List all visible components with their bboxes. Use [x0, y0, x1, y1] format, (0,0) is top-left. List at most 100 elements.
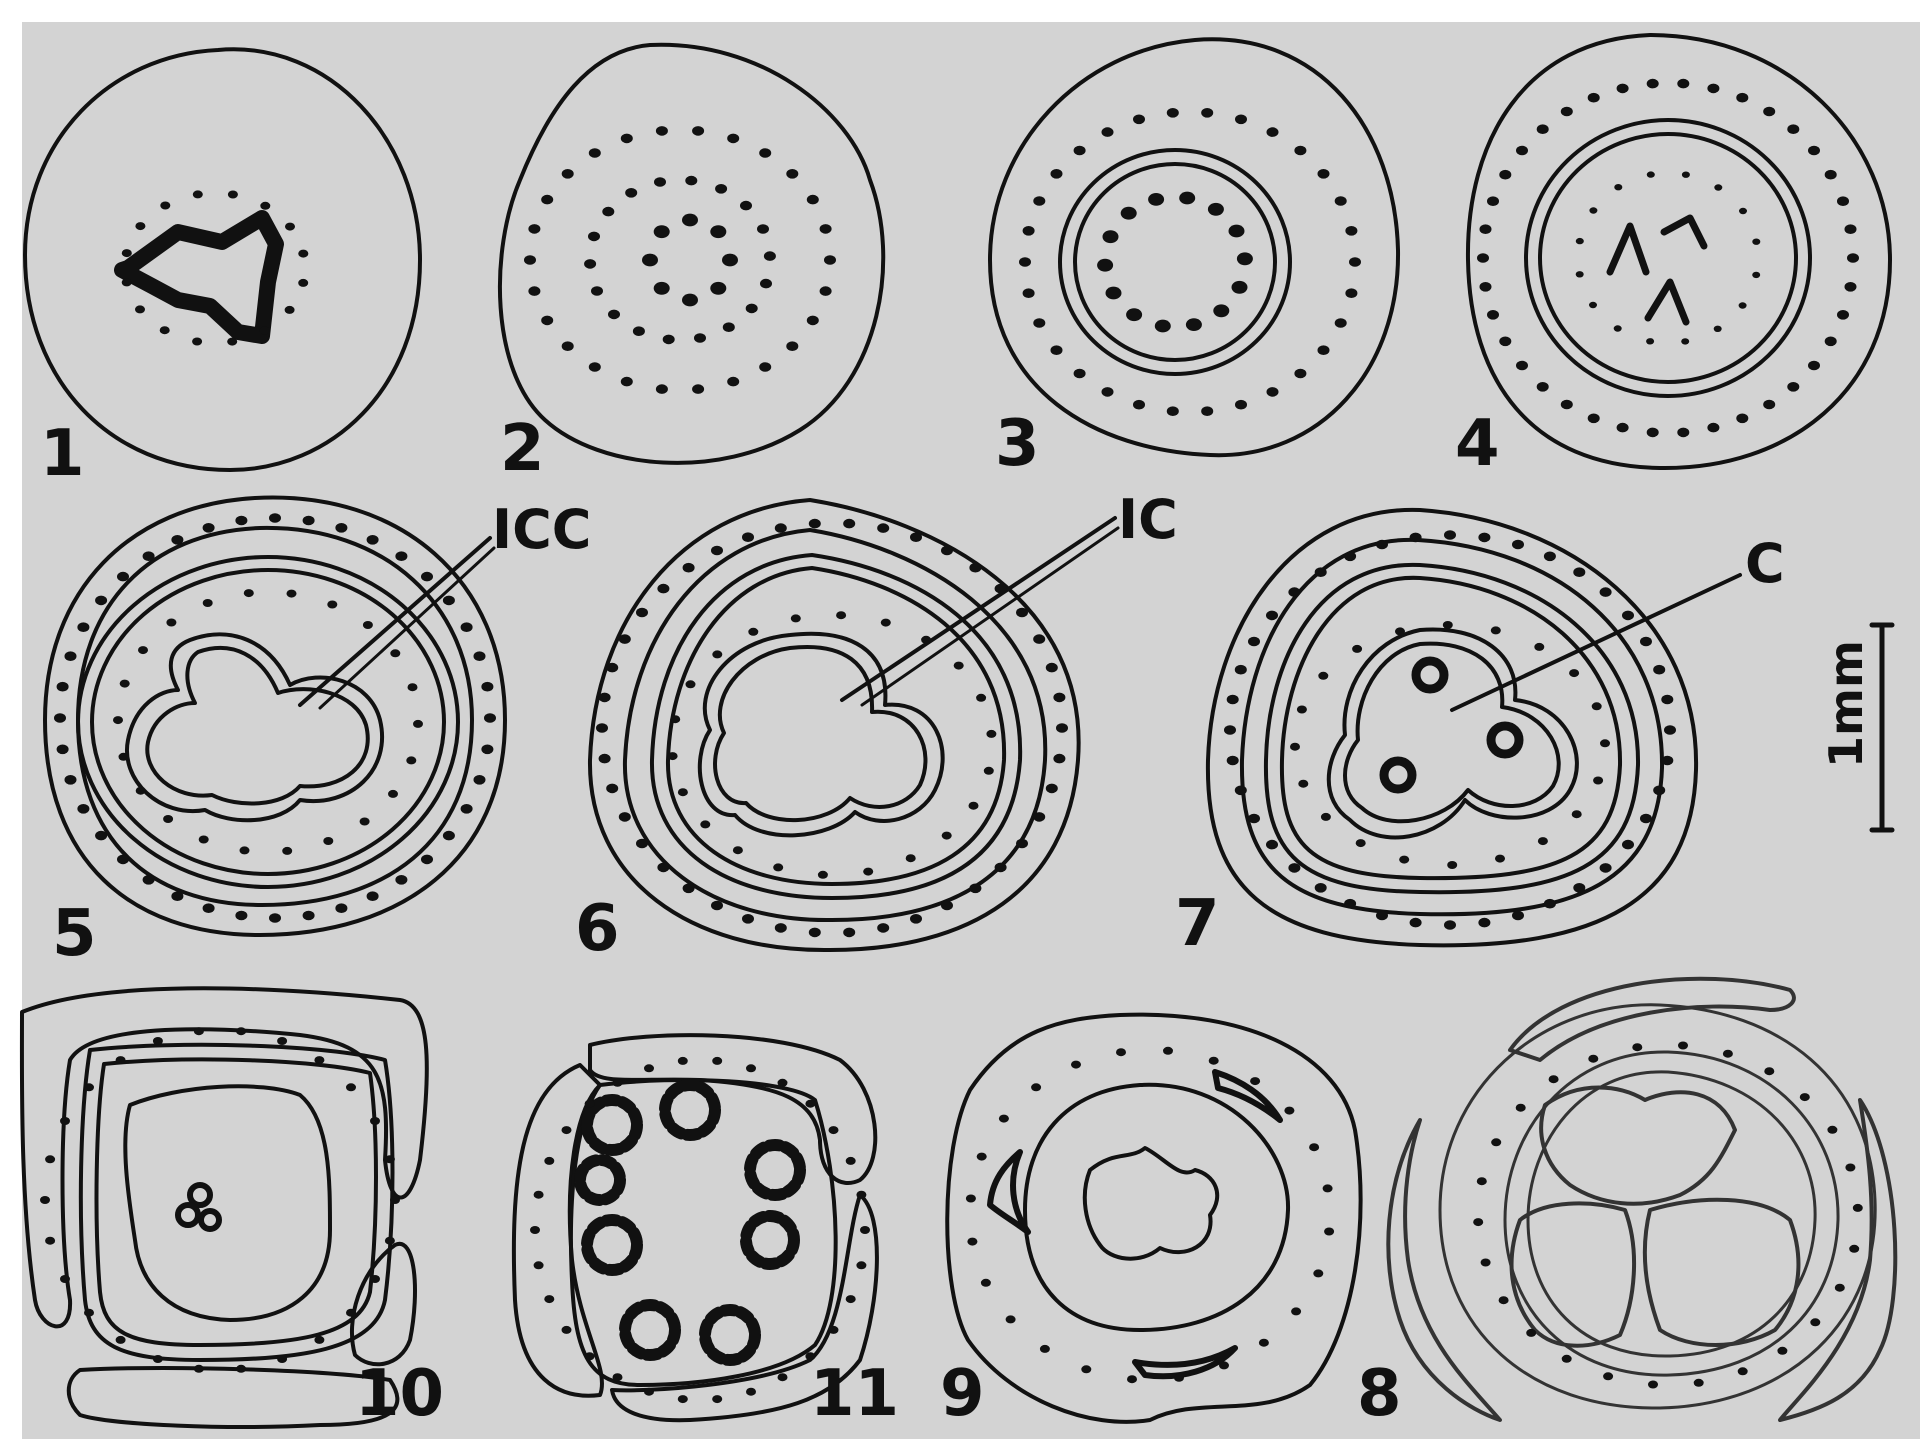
section-7-inner-dot — [1495, 855, 1505, 863]
section-5-cortex-dot — [395, 551, 407, 561]
section-8-cortex-dot — [1845, 1164, 1855, 1172]
section-1-dot — [260, 327, 270, 335]
section-2-inner-dot — [602, 207, 614, 217]
section-5-inner-dot — [240, 846, 250, 854]
section-10-cortex-dot — [84, 1309, 94, 1317]
section-5-cortex-dot — [203, 903, 215, 913]
section-11-cortex-dot — [778, 1373, 788, 1381]
section-7-inner-dot — [1290, 743, 1300, 751]
figure-6-number: 6 — [575, 892, 620, 966]
section-4-cortex-dot — [1837, 310, 1849, 320]
section-2-core-dot — [710, 282, 726, 295]
section-4-cortex-dot — [1808, 146, 1820, 156]
section-4-cortex-dot — [1480, 282, 1492, 292]
section-6-cortex-dot — [1016, 608, 1028, 618]
section-3-cortex-dot — [1294, 146, 1306, 156]
section-2-dot — [727, 377, 739, 387]
section-4-stele-dot — [1614, 325, 1622, 331]
section-8-cortex-dot — [1835, 1284, 1845, 1292]
section-6-cortex-dot — [1016, 839, 1028, 849]
section-4-stele-dot — [1576, 271, 1584, 277]
section-7-inner-dot — [1399, 856, 1409, 864]
section-7-inner-dot — [1318, 672, 1328, 680]
callout-icc: ICC — [492, 498, 591, 561]
section-3-cortex-dot — [1133, 115, 1145, 125]
section-5-cortex-dot — [269, 513, 281, 523]
section-5-inner-dot — [119, 753, 129, 761]
section-8-cortex-dot — [1588, 1055, 1598, 1063]
section-7-cortex-dot — [1444, 920, 1456, 930]
section-3-cortex-dot — [1335, 196, 1347, 206]
section-2-inner-dot — [757, 224, 769, 234]
section-6-inner-dot — [791, 614, 801, 622]
section-9-cortex-dot — [1259, 1339, 1269, 1347]
section-9-cortex-dot — [1323, 1184, 1333, 1192]
section-7-cortex-dot — [1661, 695, 1673, 705]
section-6-inner-dot — [668, 752, 678, 760]
section-5-inner-dot — [323, 837, 333, 845]
section-5-cortex-dot — [335, 523, 347, 533]
section-3-cortex-dot — [1235, 115, 1247, 125]
section-11-cortex-dot — [562, 1126, 572, 1134]
section-8-cortex-dot — [1491, 1138, 1501, 1146]
section-6-cortex-dot — [599, 693, 611, 703]
section-10-cortex-dot — [116, 1336, 126, 1344]
section-4-cortex-dot — [1617, 84, 1629, 94]
section-4-cortex-dot — [1787, 382, 1799, 392]
section-4-stele-dot — [1614, 184, 1622, 190]
section-6-cortex-dot — [683, 563, 695, 573]
section-2-dot — [528, 224, 540, 234]
section-3-stele-dot — [1148, 193, 1164, 206]
section-2-dot — [589, 148, 601, 158]
section-9-cortex-dot — [1174, 1374, 1184, 1382]
section-2-dot — [562, 169, 574, 179]
section-5-cortex-dot — [443, 596, 455, 606]
section-7-inner-dot — [1572, 810, 1582, 818]
section-6-cortex-dot — [619, 634, 631, 644]
section-2-dot — [541, 316, 553, 326]
section-6-cortex-dot — [636, 608, 648, 618]
section-6-cortex-dot — [969, 563, 981, 573]
section-4-cortex-dot — [1537, 124, 1549, 134]
figure-9-number: 9 — [940, 1357, 985, 1431]
section-6-inner-dot — [986, 730, 996, 738]
section-6-inner-dot — [954, 662, 964, 670]
section-5-cortex-dot — [367, 535, 379, 545]
section-5-cortex-dot — [54, 713, 66, 723]
section-7-cortex-dot — [1344, 552, 1356, 562]
section-11-cortex-dot — [644, 1388, 654, 1396]
section-7-cortex-dot — [1224, 725, 1236, 735]
section-9-cortex-dot — [1163, 1047, 1173, 1055]
section-3-cortex-dot — [1318, 345, 1330, 355]
section-3-cortex-dot — [1345, 226, 1357, 236]
section-6-cortex-dot — [596, 723, 608, 733]
section-7-cortex-dot — [1344, 899, 1356, 909]
section-5-inner-dot — [388, 790, 398, 798]
section-3-stele-dot — [1232, 281, 1248, 294]
section-9-cortex-dot — [1324, 1228, 1334, 1236]
section-2-inner-dot — [591, 286, 603, 296]
section-4-cortex-dot — [1516, 146, 1528, 156]
section-5-cortex-dot — [303, 911, 315, 921]
section-4-cortex-dot — [1825, 170, 1837, 180]
section-4-stele-dot — [1681, 338, 1689, 344]
section-7-inner-dot — [1352, 645, 1362, 653]
section-6-cortex-dot — [711, 901, 723, 911]
section-10-cortex-dot — [314, 1056, 324, 1064]
section-4-stele-dot — [1739, 208, 1747, 214]
section-11-cortex-dot — [778, 1079, 788, 1087]
section-1-dot — [285, 306, 295, 314]
section-1-dot — [135, 222, 145, 230]
section-4-cortex-dot — [1499, 337, 1511, 347]
section-7-cortex-dot — [1227, 756, 1239, 766]
section-7-inner-dot — [1321, 813, 1331, 821]
section-3-cortex-dot — [1074, 369, 1086, 379]
section-10-cortex-dot — [314, 1336, 324, 1344]
section-10-cortex-dot — [236, 1365, 246, 1373]
section-3-cortex-dot — [1318, 169, 1330, 179]
section-5-inner-dot — [413, 720, 423, 728]
section-11-cortex-dot — [856, 1261, 866, 1269]
section-6-inner-dot — [818, 871, 828, 879]
section-6-cortex-dot — [809, 519, 821, 529]
figure-5-number: 5 — [52, 897, 97, 971]
